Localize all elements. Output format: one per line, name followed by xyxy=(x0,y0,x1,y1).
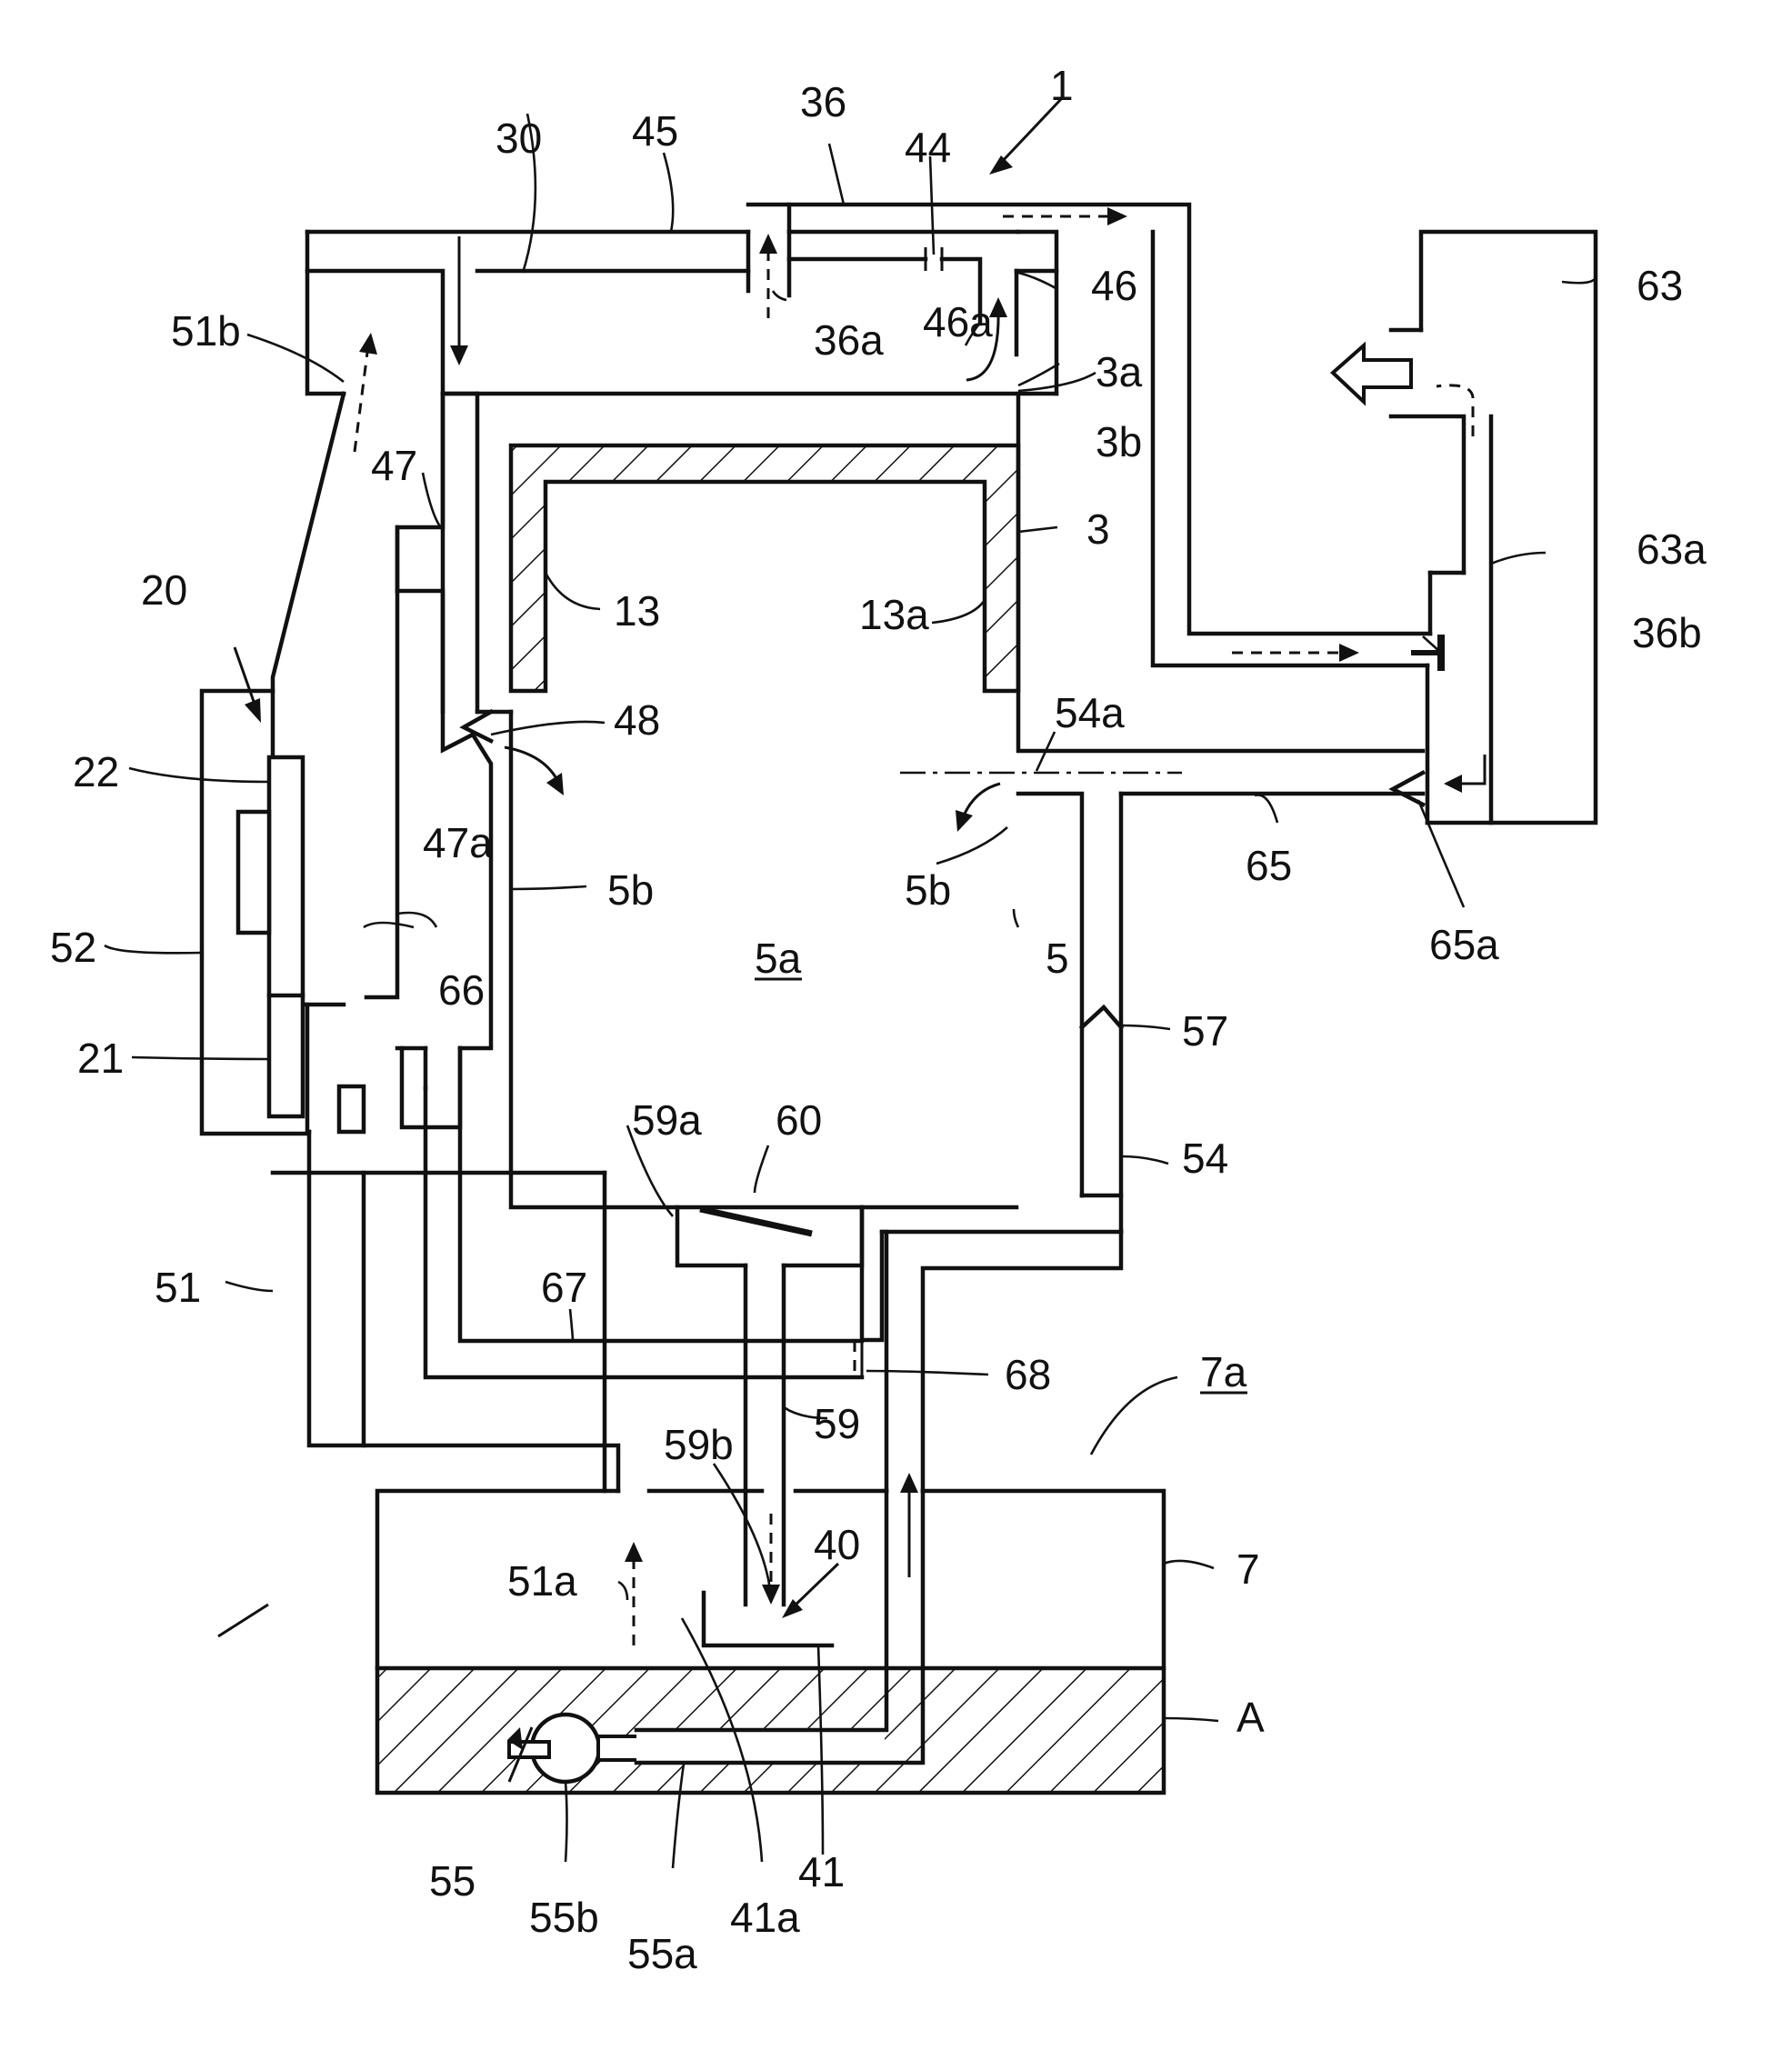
label-48: 48 xyxy=(614,696,660,744)
label-20: 20 xyxy=(141,566,187,614)
label-63a: 63a xyxy=(1637,525,1707,573)
label-36: 36 xyxy=(800,78,846,125)
label-66: 66 xyxy=(438,966,485,1014)
label-54a: 54a xyxy=(1055,689,1125,736)
label-3: 3 xyxy=(1086,505,1110,553)
label-44: 44 xyxy=(905,124,951,171)
label-5: 5 xyxy=(1046,935,1069,982)
label-54: 54 xyxy=(1182,1135,1228,1182)
label-57: 57 xyxy=(1182,1007,1228,1055)
oil-separator xyxy=(238,757,364,1132)
label-21: 21 xyxy=(77,1035,124,1082)
label-68: 68 xyxy=(1005,1351,1051,1398)
label-36b: 36b xyxy=(1632,609,1702,656)
label-55b: 55b xyxy=(529,1894,599,1941)
label-22: 22 xyxy=(73,748,119,795)
label-60: 60 xyxy=(776,1096,822,1144)
label-3a: 3a xyxy=(1096,348,1143,395)
label-55: 55 xyxy=(429,1857,476,1905)
label-59: 59 xyxy=(814,1400,860,1447)
label-65: 65 xyxy=(1246,842,1292,889)
label-A: A xyxy=(1236,1694,1265,1741)
label-5a: 5a xyxy=(755,935,802,982)
label-52: 52 xyxy=(50,924,96,971)
label-36a: 36a xyxy=(814,316,884,364)
label-1: 1 xyxy=(1050,62,1074,109)
label-45: 45 xyxy=(632,107,678,155)
label-59b: 59b xyxy=(664,1421,734,1468)
label-65a: 65a xyxy=(1429,921,1499,968)
label-47a: 47a xyxy=(423,819,493,866)
label-51b: 51b xyxy=(171,307,241,355)
label-41a: 41a xyxy=(730,1894,800,1941)
intake-duct xyxy=(1333,232,1596,823)
label-13: 13 xyxy=(614,587,660,635)
cylinder-block xyxy=(443,394,1423,1232)
label-55a: 55a xyxy=(627,1930,697,1977)
label-46: 46 xyxy=(1091,262,1137,309)
label-30: 30 xyxy=(496,115,542,162)
label-51: 51 xyxy=(155,1264,201,1311)
label-40: 40 xyxy=(814,1521,860,1568)
label-3b: 3b xyxy=(1096,418,1142,465)
label-5b-left: 5b xyxy=(607,866,654,914)
label-13a: 13a xyxy=(859,591,929,638)
label-67: 67 xyxy=(541,1264,587,1311)
label-47: 47 xyxy=(371,442,417,489)
label-7a: 7a xyxy=(1200,1348,1247,1395)
label-63: 63 xyxy=(1637,262,1683,309)
label-41: 41 xyxy=(798,1848,845,1895)
label-51a: 51a xyxy=(507,1557,577,1605)
label-46a: 46a xyxy=(923,298,993,345)
label-5b-right: 5b xyxy=(905,866,951,914)
label-7: 7 xyxy=(1236,1545,1260,1593)
label-59a: 59a xyxy=(632,1096,702,1144)
